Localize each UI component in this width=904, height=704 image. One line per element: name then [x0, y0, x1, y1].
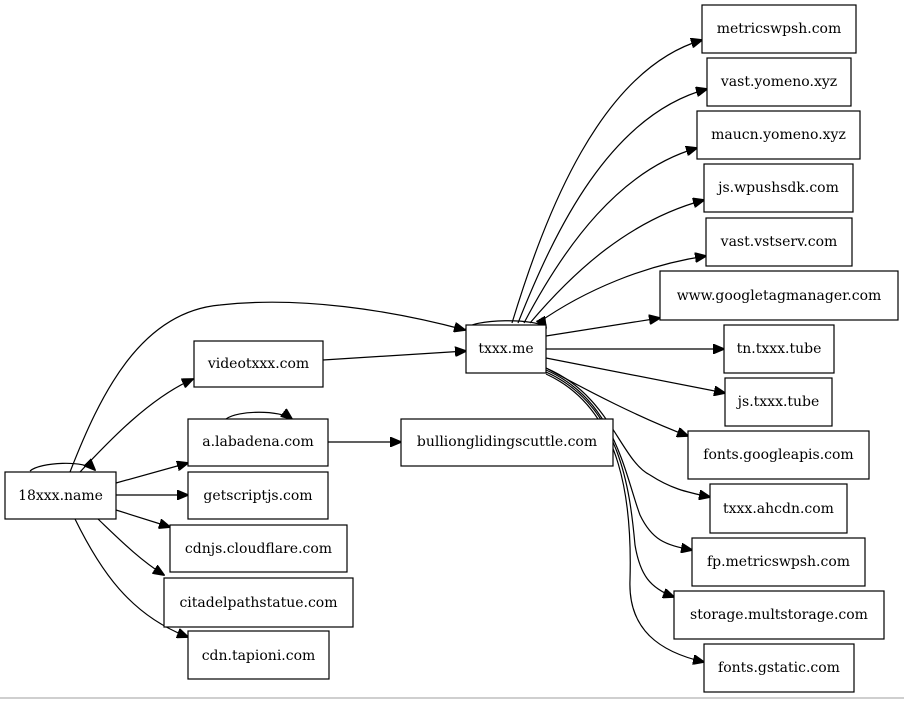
- edge-18xxx-to-videotxxx: [79, 379, 193, 473]
- node-label: tn.txxx.tube: [737, 341, 822, 357]
- node-label: vast.yomeno.xyz: [720, 74, 837, 90]
- node-metricswpsh-com[interactable]: metricswpsh.com: [701, 4, 857, 54]
- edge-18xxx-to-citadel: [97, 518, 164, 575]
- node-txxx-me[interactable]: txxx.me: [465, 324, 547, 374]
- edge-18xxx-to-tapioni: [74, 518, 188, 637]
- node-label: cdn.tapioni.com: [202, 648, 316, 664]
- node-fp-metricswpsh-com[interactable]: fp.metricswpsh.com: [691, 537, 866, 587]
- node-vast-vstserv-com[interactable]: vast.vstserv.com: [705, 217, 853, 267]
- node-18xxx-name[interactable]: 18xxx.name: [4, 471, 117, 520]
- node-getscriptjs-com[interactable]: getscriptjs.com: [187, 471, 329, 520]
- node-label: js.txxx.tube: [736, 394, 820, 410]
- edge-txxx-to-ahcdn: [545, 367, 710, 497]
- edge-18xxx-to-labadena: [115, 463, 188, 484]
- edge-videotxxx-to-txxx-me: [322, 351, 466, 361]
- node-cdnjs-cloudflare-com[interactable]: cdnjs.cloudflare.com: [169, 524, 348, 573]
- nodes-layer: 18xxx.name videotxxx.com a.labadena.com …: [4, 4, 899, 693]
- edge-txxx-to-fp-metricswpsh: [545, 369, 692, 550]
- node-maucn-yomeno-xyz[interactable]: maucn.yomeno.xyz: [696, 110, 861, 160]
- node-label: storage.multstorage.com: [690, 607, 868, 623]
- node-label: vast.vstserv.com: [720, 234, 838, 250]
- node-label: js.wpushsdk.com: [716, 180, 839, 196]
- node-label: bullionglidingscuttle.com: [417, 434, 597, 450]
- node-www-googletagmanager-com[interactable]: www.googletagmanager.com: [659, 270, 899, 321]
- node-label: fonts.gstatic.com: [718, 660, 840, 676]
- node-fonts-gstatic-com[interactable]: fonts.gstatic.com: [703, 643, 855, 693]
- edge-txxx-to-metricswpsh: [511, 40, 702, 324]
- node-label: cdnjs.cloudflare.com: [185, 541, 332, 557]
- edges-layer: [29, 40, 725, 662]
- node-label: metricswpsh.com: [717, 21, 842, 37]
- node-js-wpushsdk-com[interactable]: js.wpushsdk.com: [703, 163, 854, 213]
- edge-18xxx-to-cdnjs: [115, 509, 170, 527]
- node-a-labadena-com[interactable]: a.labadena.com: [187, 418, 329, 467]
- edge-txxx-to-vast-yomeno: [517, 89, 707, 324]
- edge-labadena-self: [225, 412, 292, 419]
- node-bullionglidingscuttle-com[interactable]: bullionglidingscuttle.com: [400, 418, 614, 467]
- edge-18xxx-self: [29, 463, 95, 471]
- node-videotxxx-com[interactable]: videotxxx.com: [193, 340, 324, 388]
- node-label: getscriptjs.com: [203, 488, 312, 504]
- node-fonts-googleapis-com[interactable]: fonts.googleapis.com: [687, 430, 870, 480]
- edge-txxx-to-vstserv: [537, 256, 706, 324]
- node-tn-txxx-tube[interactable]: tn.txxx.tube: [723, 324, 835, 374]
- node-label: www.googletagmanager.com: [677, 288, 882, 304]
- node-txxx-ahcdn-com[interactable]: txxx.ahcdn.com: [709, 483, 848, 534]
- node-label: maucn.yomeno.xyz: [711, 127, 846, 143]
- node-vast-yomeno-xyz[interactable]: vast.yomeno.xyz: [706, 57, 852, 107]
- edge-18xxx-to-txxx-me: [69, 301, 465, 473]
- node-storage-multstorage-com[interactable]: storage.multstorage.com: [673, 590, 885, 640]
- node-label: a.labadena.com: [202, 434, 314, 450]
- edge-txxx-to-js-tube: [545, 357, 725, 393]
- node-citadelpathstatue-com[interactable]: citadelpathstatue.com: [163, 577, 354, 628]
- node-label: videotxxx.com: [207, 356, 309, 372]
- node-label: fonts.googleapis.com: [703, 447, 853, 463]
- node-label: txxx.ahcdn.com: [723, 501, 834, 517]
- window-bottom-border: [0, 697, 904, 699]
- edge-txxx-to-wpushsdk: [529, 200, 704, 324]
- node-cdn-tapioni-com[interactable]: cdn.tapioni.com: [187, 630, 330, 680]
- edge-txxx-to-maucn: [523, 148, 697, 324]
- node-label: citadelpathstatue.com: [179, 595, 337, 611]
- edge-txxx-to-gstatic: [545, 373, 704, 662]
- node-label: fp.metricswpsh.com: [707, 554, 850, 570]
- node-label: 18xxx.name: [18, 488, 103, 504]
- node-label: txxx.me: [478, 341, 533, 357]
- edge-txxx-to-gtm: [545, 318, 660, 337]
- node-js-txxx-tube[interactable]: js.txxx.tube: [724, 377, 833, 427]
- edge-txxx-to-multstorage: [545, 371, 674, 597]
